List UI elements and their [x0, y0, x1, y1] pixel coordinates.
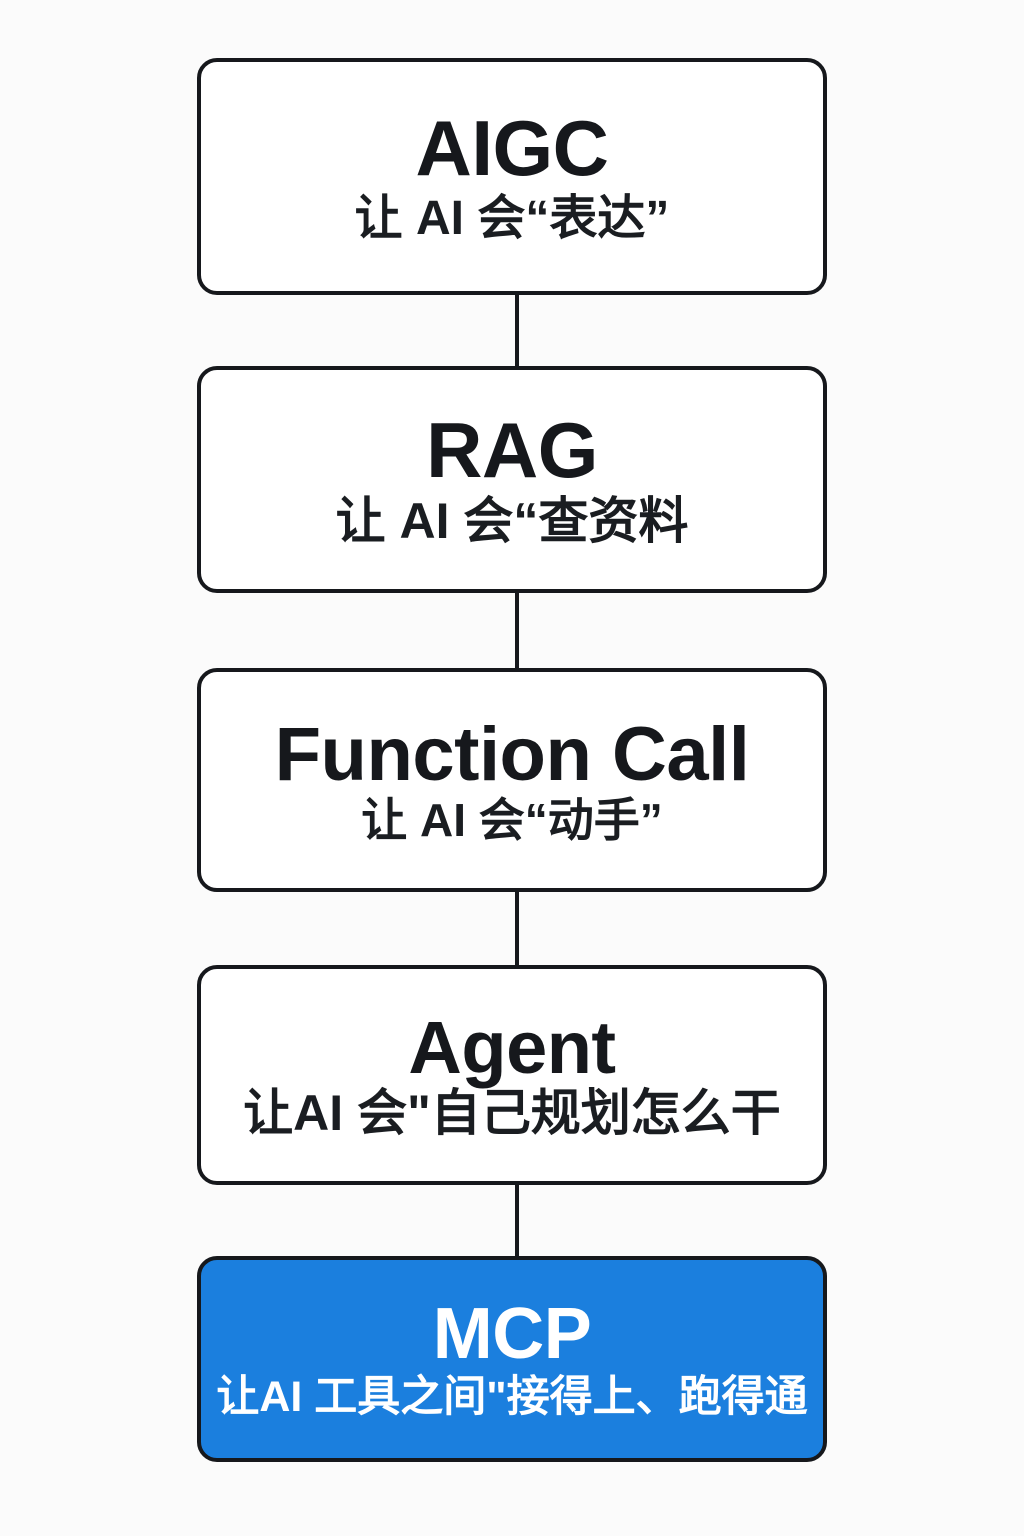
node-aigc-title: AIGC: [415, 103, 610, 192]
node-mcp[interactable]: MCP 让AI 工具之间"接得上、跑得通: [197, 1256, 827, 1462]
node-function-call-title: Function Call: [274, 712, 750, 798]
node-agent-subtitle: 让AI 会"自己规划怎么干: [243, 1085, 781, 1142]
node-function-call-subtitle: 让 AI 会“动手”: [361, 793, 663, 846]
node-agent-title: Agent: [408, 1006, 616, 1090]
connector-function-call-to-agent: [515, 890, 519, 967]
node-rag-title: RAG: [426, 406, 598, 495]
node-agent[interactable]: Agent 让AI 会"自己规划怎么干: [197, 965, 827, 1185]
node-function-call[interactable]: Function Call 让 AI 会“动手”: [197, 668, 827, 892]
node-rag[interactable]: RAG 让 AI 会“查资料: [197, 366, 827, 593]
node-rag-subtitle: 让 AI 会“查资料: [335, 493, 689, 550]
connector-rag-to-function-call: [515, 591, 519, 670]
node-aigc[interactable]: AIGC 让 AI 会“表达”: [197, 58, 827, 295]
node-aigc-subtitle: 让 AI 会“表达”: [354, 192, 670, 246]
connector-aigc-to-rag: [515, 293, 519, 368]
node-mcp-title: MCP: [432, 1293, 592, 1374]
node-mcp-subtitle: 让AI 工具之间"接得上、跑得通: [216, 1373, 808, 1422]
connector-agent-to-mcp: [515, 1183, 519, 1258]
